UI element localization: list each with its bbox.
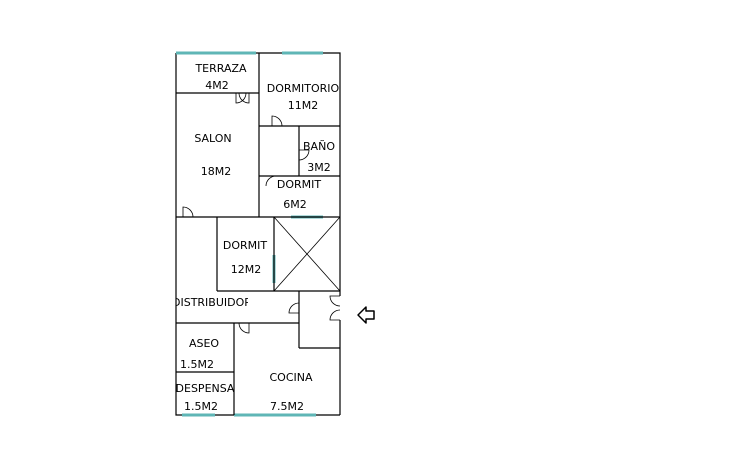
door-terraza-2 <box>238 92 250 104</box>
room-area-aseo: 1.5M2 <box>180 358 214 371</box>
room-area-terraza: 4M2 <box>205 79 229 92</box>
room-area-despensa: 1.5M2 <box>184 400 218 413</box>
room-area-dormit-mid: 12M2 <box>231 263 262 276</box>
room-label-cocina: COCINA <box>269 371 312 384</box>
door-dormitorio <box>271 115 283 127</box>
interior-walls <box>176 53 340 415</box>
stairwell-cross-icon <box>273 216 341 292</box>
door-entrance-2 <box>329 309 341 321</box>
room-area-dormit-small: 6M2 <box>283 198 307 211</box>
room-area-bano: 3M2 <box>307 161 331 174</box>
door-bano <box>298 149 310 161</box>
room-area-cocina: 7.5M2 <box>270 400 304 413</box>
room-label-dormit-mid: DORMIT <box>223 239 268 252</box>
room-label-salon: SALON <box>194 132 231 145</box>
room-label-despensa: DESPENSA <box>176 382 235 395</box>
room-label-aseo: ASEO <box>189 337 219 350</box>
door-dormit-small <box>265 175 277 187</box>
room-label-bano: BAÑO <box>303 140 335 153</box>
door-hall <box>288 302 300 314</box>
entrance-arrow-icon <box>357 306 375 324</box>
room-label-dormit-small: DORMIT <box>277 178 322 191</box>
room-label-distribuidor: DISTRIBUIDOR <box>172 296 252 309</box>
room-area-dormitorio: 11M2 <box>288 99 319 112</box>
door-terraza <box>235 92 247 104</box>
room-area-salon: 18M2 <box>201 165 232 178</box>
door-salon <box>182 206 194 218</box>
door-entrance <box>329 295 341 307</box>
door-cocina <box>238 322 250 334</box>
door-swings <box>182 92 341 334</box>
room-label-terraza: TERRAZA <box>194 62 247 75</box>
room-label-dormitorio: DORMITORIO <box>267 82 340 95</box>
